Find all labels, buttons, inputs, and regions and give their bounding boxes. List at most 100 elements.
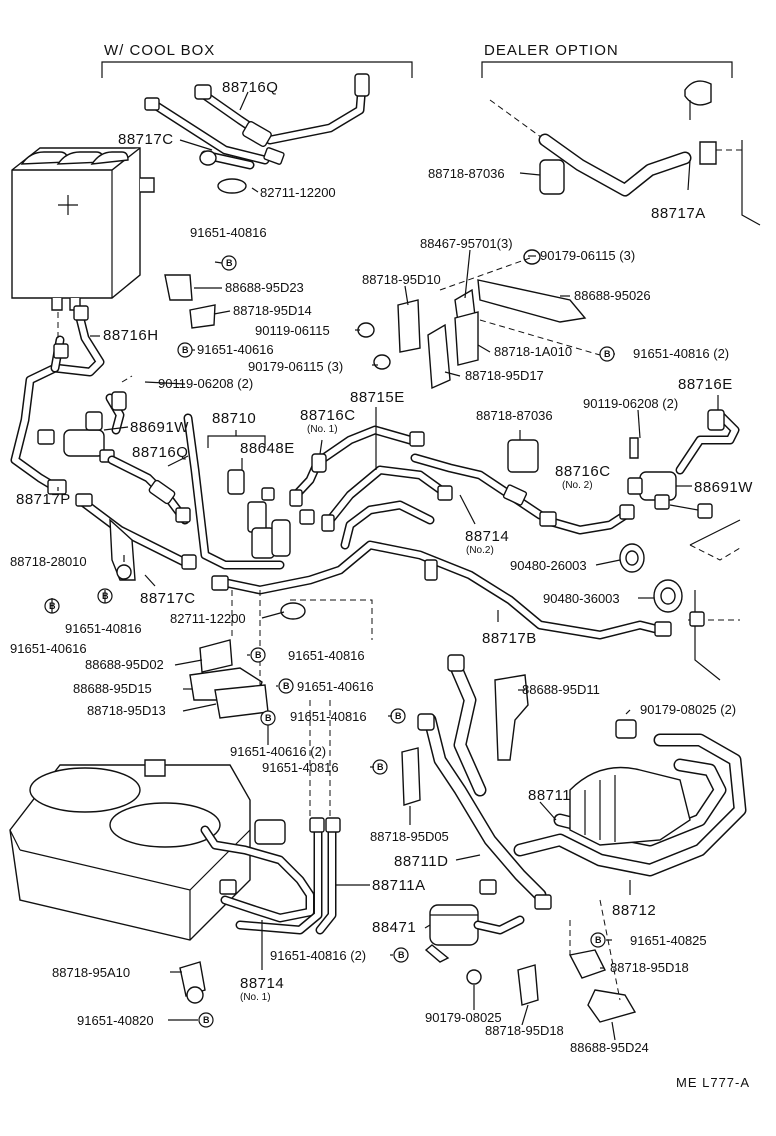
label-88717C-mid: 88717C [140, 590, 196, 607]
svg-text:B: B [395, 711, 402, 721]
label-88471: 88471 [372, 919, 416, 936]
main-refrigerant-lines [183, 413, 672, 640]
bolt-b-symbol: B [393, 947, 409, 963]
label-90480-26003: 90480-26003 [510, 558, 587, 573]
bolt-b-symbol: B [390, 708, 406, 724]
label-88718-87036-mid: 88718-87036 [476, 408, 553, 423]
label-88711D: 88711D [394, 853, 448, 870]
label-91651-40816-e: 91651-40816 [262, 760, 339, 775]
section-title-dealer-option: DEALER OPTION [484, 42, 619, 59]
bolt-b-symbol: B [177, 342, 193, 358]
label-91651-40616-b: 91651-40616 [10, 641, 87, 656]
label-88718-95D13: 88718-95D13 [87, 703, 166, 718]
label-88691W-right: 88691W [694, 479, 753, 496]
label-88718-95D05: 88718-95D05 [370, 829, 449, 844]
label-88716C-no2: 88716C [555, 463, 611, 480]
label-88688-95D02: 88688-95D02 [85, 657, 164, 672]
label-88718-95D18-b: 88718-95D18 [485, 1023, 564, 1038]
label-88716Q-top: 88716Q [222, 79, 278, 96]
label-90119-06208-b: 90119-06208 (2) [583, 396, 678, 411]
label-90179-06115-b: 90179-06115 (3) [248, 359, 343, 374]
bolt-b-symbol: B [250, 647, 266, 663]
label-88718-95D14: 88718-95D14 [233, 303, 312, 318]
label-88716E: 88716E [678, 376, 733, 393]
label-90119-06208-a: 90119-06208 (2) [158, 376, 253, 391]
label-88717P: 88717P [16, 491, 71, 508]
cool-box-pipes-top [144, 73, 370, 194]
section-bracket-left [101, 61, 413, 78]
bottom-brackets [466, 899, 637, 1023]
label-90179-08025-a: 90179-08025 (2) [640, 702, 736, 717]
label-90480-36003: 90480-36003 [543, 591, 620, 606]
label-88718-87036-top: 88718-87036 [428, 166, 505, 181]
bolt-b-symbol: B [590, 932, 606, 948]
label-88711A: 88711A [372, 877, 426, 894]
magnetic-valve-right [507, 409, 740, 519]
label-90179-08025-b: 90179-08025 [425, 1010, 502, 1025]
label-88717B: 88717B [482, 630, 537, 647]
bolt-b-symbol: B [260, 710, 276, 726]
dealer-option-hose [489, 80, 761, 226]
clamps-middle [189, 590, 373, 719]
label-91651-40816-2b: 91651-40816 (2) [270, 948, 366, 963]
compressor-and-hoses [417, 654, 747, 910]
label-91651-40816-a: 91651-40816 [190, 225, 267, 240]
mid-left-lines [75, 455, 197, 581]
svg-text:B: B [377, 762, 384, 772]
svg-text:B: B [595, 935, 602, 945]
evaporator-unit [9, 759, 251, 941]
label-91651-40816-2a: 91651-40816 (2) [633, 346, 729, 361]
label-88718-95A10: 88718-95A10 [52, 965, 130, 980]
label-88688-95D11: 88688-95D11 [522, 682, 600, 697]
label-88717C-top: 88717C [118, 131, 174, 148]
label-88688-95D15: 88688-95D15 [73, 681, 152, 696]
label-88688-95D23: 88688-95D23 [225, 280, 304, 295]
svg-text:B: B [182, 345, 189, 355]
label-82711-12200-mid: 82711-12200 [170, 611, 246, 626]
svg-text:B: B [255, 650, 262, 660]
magnetic-valve-left [63, 375, 133, 463]
label-88716Q-mid: 88716Q [132, 444, 188, 461]
svg-text:B: B [398, 950, 405, 960]
label-91651-40616-c: 91651-40616 [297, 679, 374, 694]
label-88711: 88711 [528, 787, 571, 804]
label-91651-40616-2: 91651-40616 (2) [230, 744, 326, 759]
label-88691W-left: 88691W [130, 419, 189, 436]
left-liquid-line [10, 298, 105, 495]
svg-text:B: B [283, 681, 290, 691]
label-90179-06115-a: 90179-06115 (3) [540, 248, 635, 263]
label-88714-no2: 88714 [465, 528, 509, 545]
bolt-b-symbol: B [278, 678, 294, 694]
label-91651-40816-d: 91651-40816 [290, 709, 367, 724]
svg-text:B: B [226, 258, 233, 268]
label-88648E: 88648E [240, 440, 295, 457]
label-91651-40816-c: 91651-40816 [288, 648, 365, 663]
label-88718-95D10: 88718-95D10 [362, 272, 441, 287]
label-88715E: 88715E [350, 389, 405, 406]
label-88718-1A010: 88718-1A010 [494, 344, 572, 359]
label-91651-40616-a: 91651-40616 [197, 342, 274, 357]
label-88714-no1: 88714 [240, 975, 284, 992]
label-88716C-no1-sub: (No. 1) [307, 424, 338, 435]
receiver-88471 [401, 674, 529, 963]
leader-lines [51, 91, 719, 1041]
label-91651-40825: 91651-40825 [630, 933, 707, 948]
label-88712: 88712 [612, 902, 656, 919]
bolt-b-symbol: B [599, 346, 615, 362]
label-88716H: 88716H [103, 327, 159, 344]
label-88688-95026: 88688-95026 [574, 288, 651, 303]
label-88710: 88710 [212, 410, 256, 427]
svg-text:B: B [203, 1015, 210, 1025]
label-88717A: 88717A [651, 205, 706, 222]
label-88716C-no2-sub: (No. 2) [562, 480, 593, 491]
label-90119-06115: 90119-06115 [255, 323, 330, 338]
label-88716C-no1: 88716C [300, 407, 356, 424]
label-88718-95D17: 88718-95D17 [465, 368, 544, 383]
label-88718-95D18-r: 88718-95D18 [610, 960, 689, 975]
label-82711-12200-top: 82711-12200 [260, 185, 336, 200]
expansion-valve-88710 [207, 430, 335, 559]
mounting-brackets-top [164, 249, 601, 390]
svg-text:B: B [604, 349, 611, 359]
grommets [619, 519, 741, 681]
